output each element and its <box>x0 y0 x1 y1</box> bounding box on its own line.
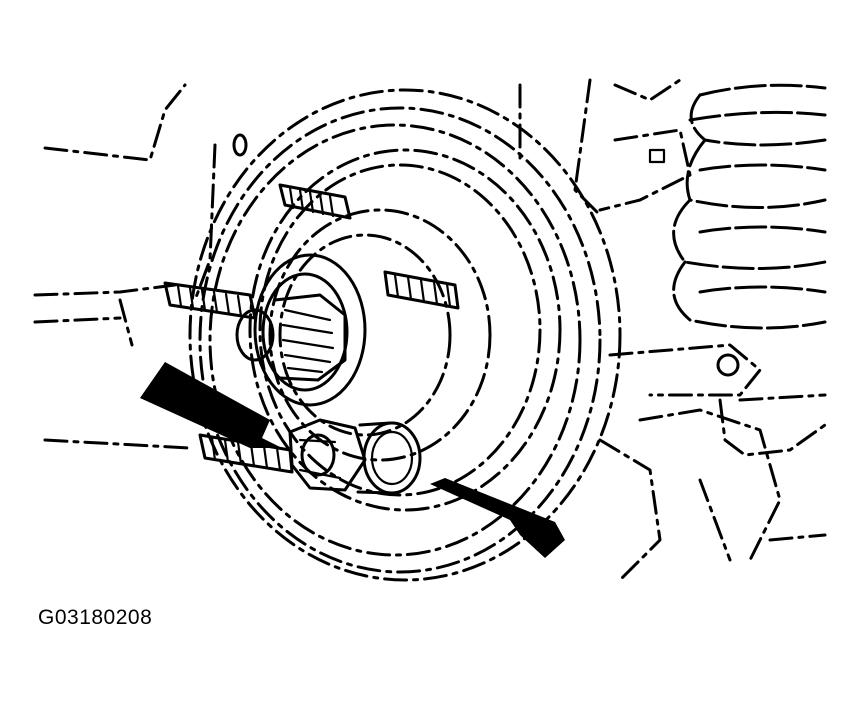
wheel-hub <box>235 253 367 407</box>
wheel-stud-left <box>163 281 257 320</box>
knuckle-outline <box>33 78 682 450</box>
figure-id-label: G03180208 <box>38 606 153 629</box>
axle-nut <box>235 308 275 362</box>
lower-right-arrow <box>430 478 565 558</box>
upper-left-arrow <box>140 362 282 448</box>
wheel-stud-right <box>383 270 460 310</box>
brake-rotor <box>188 88 622 582</box>
wheel-stud-upper <box>278 183 352 220</box>
caliper-bracket <box>598 343 827 582</box>
lower-wheel-stud-nut <box>288 418 367 492</box>
coil-spring <box>598 83 827 330</box>
hub-assembly-illustration <box>33 78 827 582</box>
spacer <box>356 421 422 495</box>
